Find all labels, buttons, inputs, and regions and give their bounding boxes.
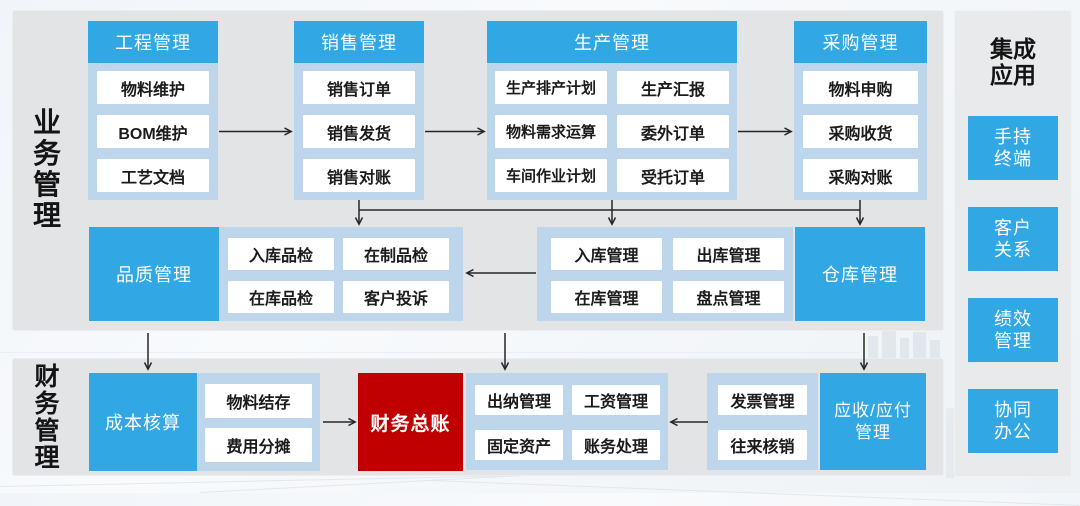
module-box-outsourcing-order: 委外订单: [617, 115, 729, 148]
warehouse-management-box: 仓库管理: [795, 227, 925, 321]
module-box-expense-allocation: 费用分摊: [205, 428, 312, 462]
module-box-accounting-processing: 账务处理: [572, 430, 660, 460]
module-box-production-report: 生产汇报: [617, 71, 729, 104]
warehouse-ops-panel: 入库管理 出库管理 在库管理 盘点管理: [537, 227, 793, 321]
general-ledger-box: 财务总账: [358, 373, 463, 471]
module-box-sales-reconciliation: 销售对账: [303, 159, 415, 192]
integration-box-collaborative-office: 协同 办公: [968, 389, 1058, 453]
module-box-sales-delivery: 销售发货: [303, 115, 415, 148]
finance-section-label: 财务管理: [34, 363, 60, 472]
module-box-consignment-order: 受托订单: [617, 159, 729, 192]
integration-box-customer-relations: 客户 关系: [968, 207, 1058, 271]
module-box-material-balance: 物料结存: [205, 384, 312, 418]
cost-items-panel: 物料结存 费用分摊: [197, 373, 320, 471]
building-silhouette: [913, 332, 926, 358]
module-box-process-document: 工艺文档: [97, 159, 209, 192]
building-silhouette: [930, 340, 940, 358]
ground-line: [0, 352, 860, 353]
module-box-inbound-management: 入库管理: [551, 238, 662, 270]
building-silhouette: [868, 336, 878, 358]
procurement-panel: 采购管理 物料申购 采购收货 采购对账: [794, 21, 927, 200]
module-box-inprocess-inspection: 在制品检: [343, 238, 449, 270]
engineering-panel: 工程管理 物料维护 BOM维护 工艺文档: [88, 21, 218, 200]
module-box-invoice-management: 发票管理: [718, 385, 807, 415]
business-section-label: 业务管理: [32, 107, 61, 231]
module-box-outbound-management: 出库管理: [673, 238, 784, 270]
integration-box-performance-management: 绩效 管理: [968, 298, 1058, 362]
erp-module-diagram: 业务管理 财务管理 工程管理 物料维护 BOM维护 工艺文档 销售管理 销售订单…: [0, 10, 1080, 506]
module-box-purchase-receiving: 采购收货: [803, 115, 918, 148]
ar-ap-management-box: 应收/应付 管理: [820, 373, 926, 470]
module-box-mrp-calculation: 物料需求运算: [495, 115, 607, 148]
module-box-transaction-writeoff: 往来核销: [718, 430, 807, 460]
cashier-items-panel: 出纳管理 工资管理 固定资产 账务处理: [466, 373, 668, 470]
cost-accounting-box: 成本核算: [89, 373, 197, 471]
building-silhouette: [882, 330, 896, 358]
procurement-header: 采购管理: [794, 21, 927, 63]
quality-items-panel: 入库品检 在制品检 在库品检 客户投诉: [219, 227, 463, 321]
engineering-header: 工程管理: [88, 21, 218, 63]
module-box-sales-order: 销售订单: [303, 71, 415, 104]
building-silhouette: [946, 408, 954, 478]
module-box-stock-inspection: 在库品检: [228, 281, 334, 313]
integration-title: 集成 应用: [990, 36, 1036, 88]
module-box-customer-complaint: 客户投诉: [343, 281, 449, 313]
production-header: 生产管理: [487, 21, 737, 63]
sales-panel: 销售管理 销售订单 销售发货 销售对账: [294, 21, 424, 200]
module-box-bom-maintenance: BOM维护: [97, 115, 209, 148]
module-box-material-requisition: 物料申购: [803, 71, 918, 104]
module-box-purchase-reconciliation: 采购对账: [803, 159, 918, 192]
module-box-fixed-assets: 固定资产: [475, 430, 563, 460]
integration-box-handheld-terminal: 手持 终端: [968, 116, 1058, 180]
quality-management-box: 品质管理: [89, 227, 219, 321]
module-box-material-maintenance: 物料维护: [97, 71, 209, 104]
module-box-production-schedule: 生产排产计划: [495, 71, 607, 104]
module-box-workshop-plan: 车间作业计划: [495, 159, 607, 192]
module-box-stock-management: 在库管理: [551, 281, 662, 313]
sales-header: 销售管理: [294, 21, 424, 63]
module-box-incoming-inspection: 入库品检: [228, 238, 334, 270]
production-panel: 生产管理 生产排产计划 生产汇报 物料需求运算 委外订单 车间作业计划 受托订单: [487, 21, 737, 200]
module-box-payroll-management: 工资管理: [572, 385, 660, 415]
building-silhouette: [900, 338, 909, 358]
module-box-cashier-management: 出纳管理: [475, 385, 563, 415]
module-box-stocktaking-management: 盘点管理: [673, 281, 784, 313]
invoice-items-panel: 发票管理 往来核销: [707, 373, 818, 470]
